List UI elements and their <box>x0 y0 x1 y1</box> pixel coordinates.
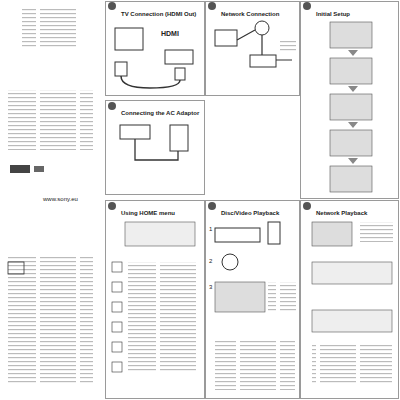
step-number: 3 <box>208 284 213 291</box>
step-number: 2 <box>208 258 213 265</box>
port-label: HDMI <box>160 30 180 37</box>
guide-panel: Network Connection <box>205 1 300 96</box>
panel-heading: Connecting the AC Adaptor <box>119 109 201 118</box>
guide-panel: Disc/Video Playback <box>205 200 300 399</box>
guide-panel: Using HOME menu <box>105 200 205 399</box>
guide-panel: Connecting the AC Adaptor <box>105 100 205 195</box>
step-number: 1 <box>208 226 213 233</box>
guide-panel: Network Playback <box>300 200 399 399</box>
panel-heading: Network Playback <box>314 209 369 218</box>
web-address: www.sony.eu <box>42 196 79 203</box>
panel-heading: TV Connection (HDMI Out) <box>119 10 198 19</box>
panel-heading: Using HOME menu <box>119 209 177 218</box>
panel-heading: Disc/Video Playback <box>219 209 281 218</box>
guide-panel: Initial Setup <box>300 1 399 199</box>
guide-panel: TV Connection (HDMI Out) <box>105 1 205 96</box>
panel-heading: Network Connection <box>219 10 281 19</box>
panel-heading: Initial Setup <box>314 10 352 19</box>
